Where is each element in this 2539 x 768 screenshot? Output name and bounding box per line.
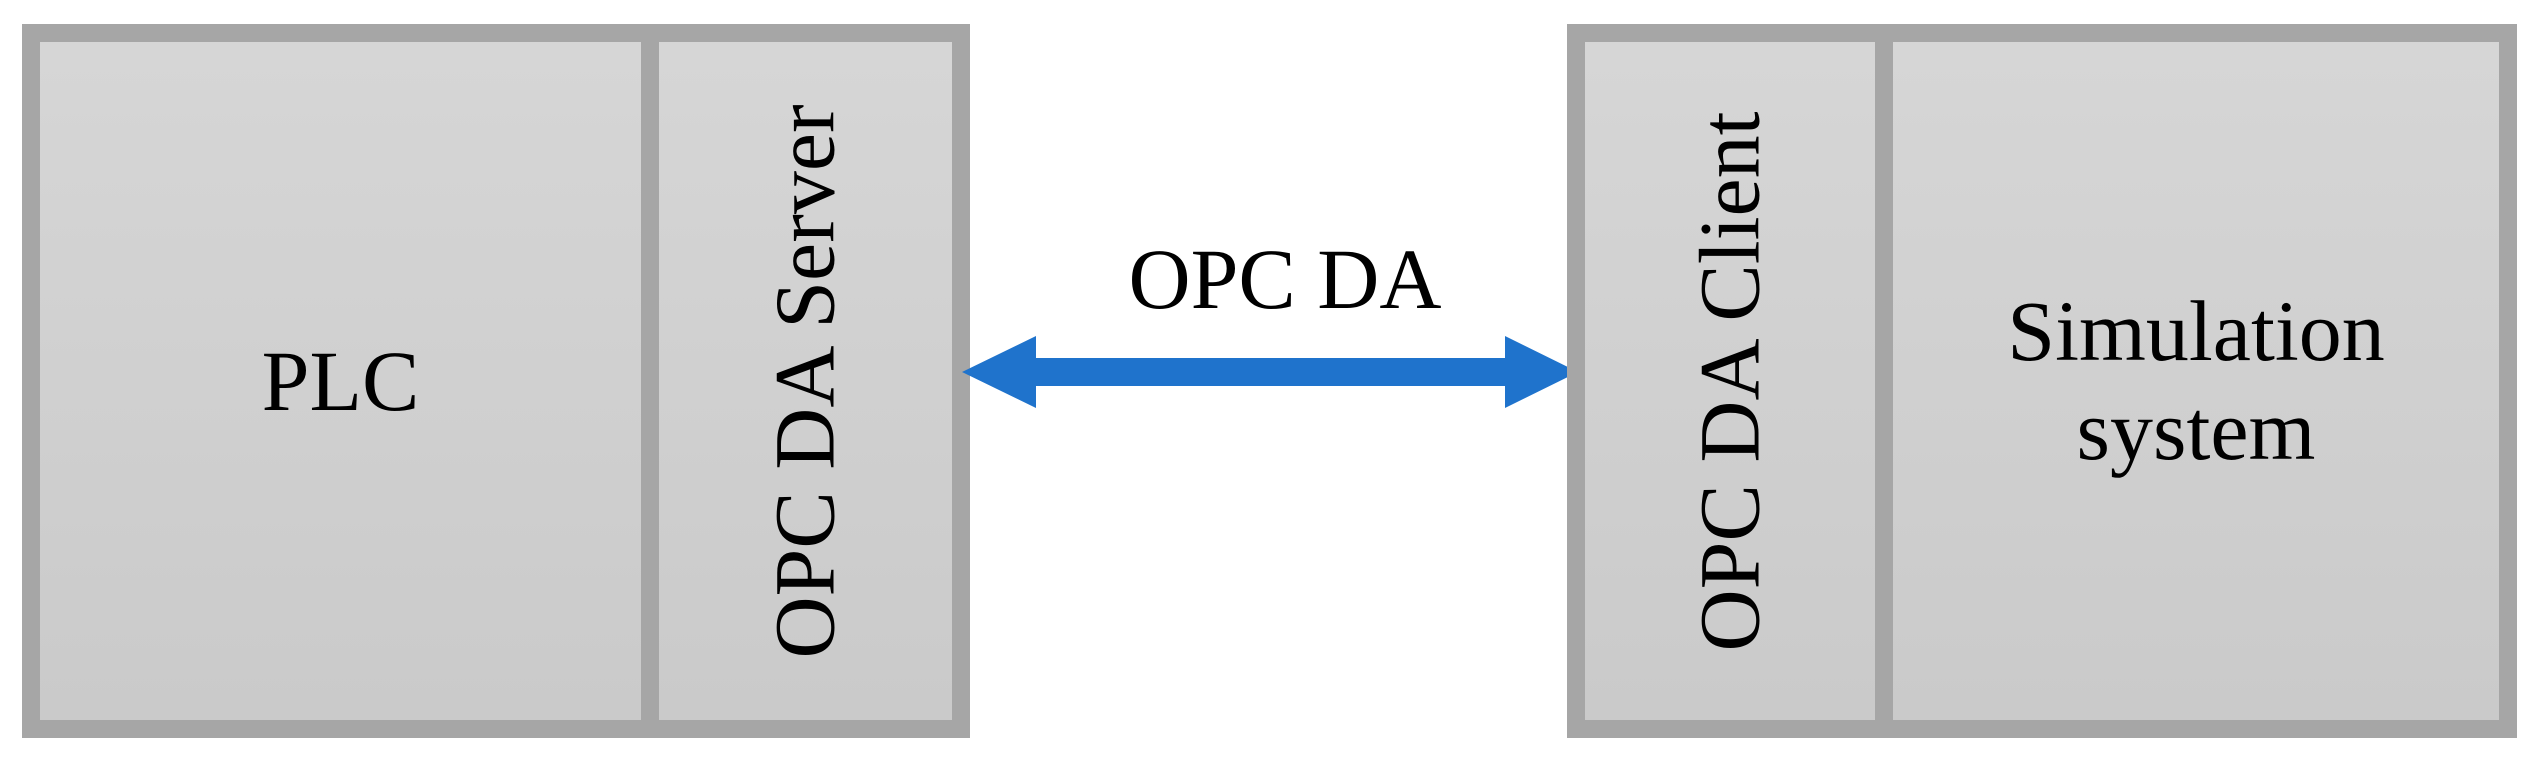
simulation-label-line2: system <box>2076 382 2316 478</box>
plc-label: PLC <box>261 332 420 429</box>
connection-label: OPC DA <box>1128 231 1442 327</box>
arrow-shape <box>962 336 1578 408</box>
opc-da-client-label: OPC DA Client <box>1681 111 1778 651</box>
simulation-group: OPC DA Client Simulation system <box>1567 24 2517 738</box>
opc-da-client-box: OPC DA Client <box>1585 42 1875 720</box>
plc-box: PLC <box>40 42 641 720</box>
simulation-system-box: Simulation system <box>1893 42 2499 720</box>
plc-group: PLC OPC DA Server <box>22 24 970 738</box>
simulation-system-label: Simulation system <box>2007 282 2384 480</box>
opc-da-server-box: OPC DA Server <box>659 42 952 720</box>
simulation-label-line1: Simulation <box>2007 283 2385 380</box>
